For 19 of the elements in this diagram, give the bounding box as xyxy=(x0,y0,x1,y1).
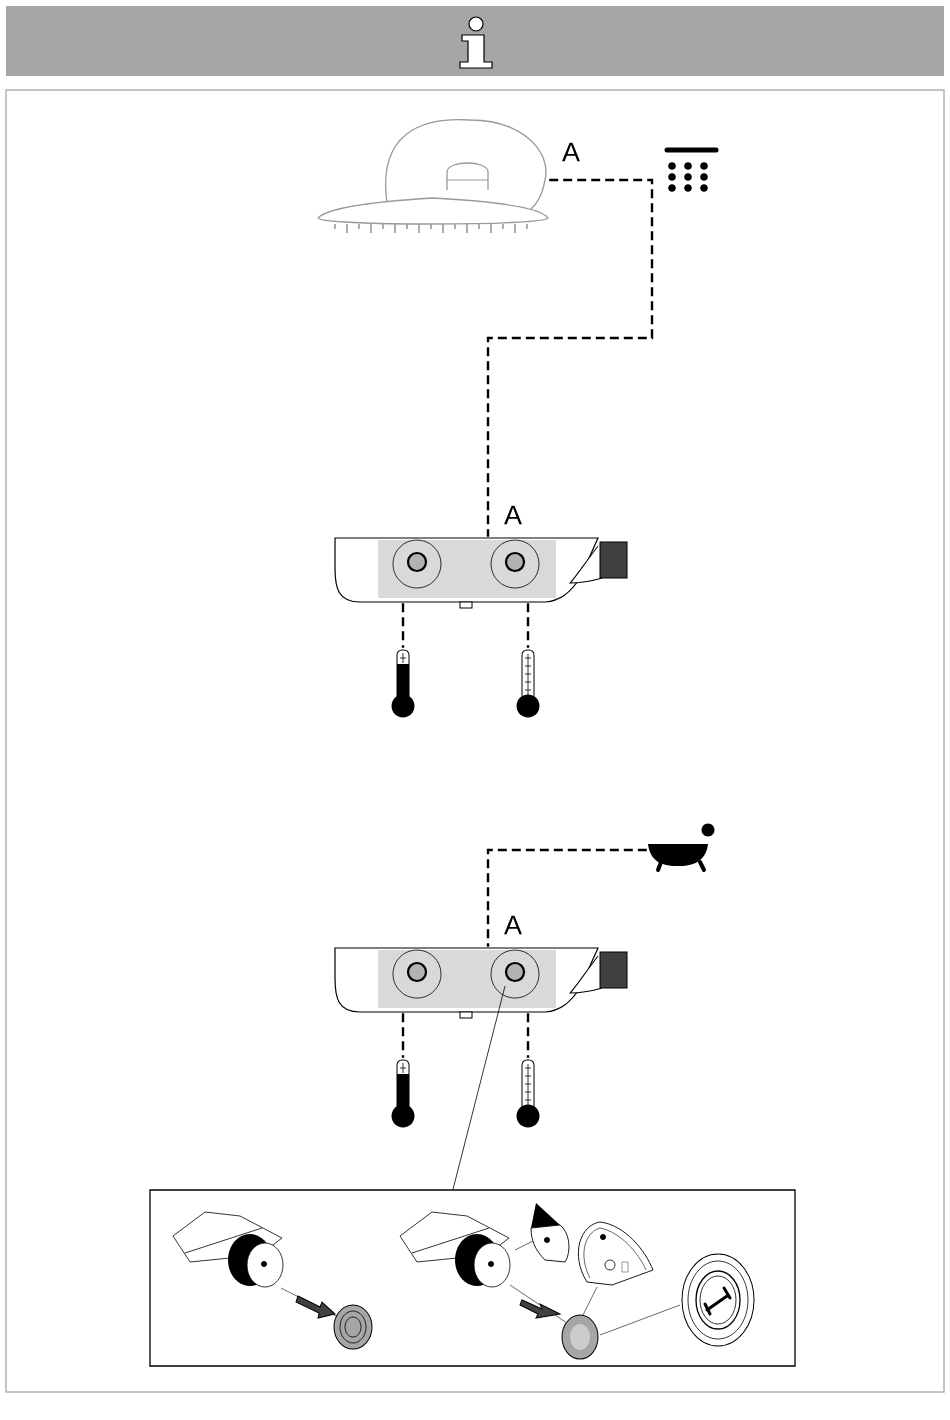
port-label: A xyxy=(504,915,522,935)
leader-line xyxy=(452,985,506,1190)
cold-thermometer-icon xyxy=(516,649,540,718)
dashed-connector xyxy=(486,848,647,947)
dashed-connector xyxy=(486,178,654,537)
inset-box xyxy=(149,1189,796,1367)
thermostat-mixer-drawing xyxy=(334,537,628,609)
hot-thermometer-icon xyxy=(391,649,415,718)
dashed-connector xyxy=(401,603,405,648)
cold-thermometer-icon xyxy=(516,1059,540,1128)
dashed-connector xyxy=(401,1013,405,1058)
dashed-connector xyxy=(526,1013,530,1058)
port-label: A xyxy=(562,142,580,162)
thermostat-mixer-drawing xyxy=(334,947,628,1019)
port-label: A xyxy=(504,505,522,525)
bathtub-icon xyxy=(648,823,715,872)
shower-head-drawing xyxy=(317,118,549,234)
dashed-connector xyxy=(526,603,530,648)
hot-thermometer-icon xyxy=(391,1059,415,1128)
